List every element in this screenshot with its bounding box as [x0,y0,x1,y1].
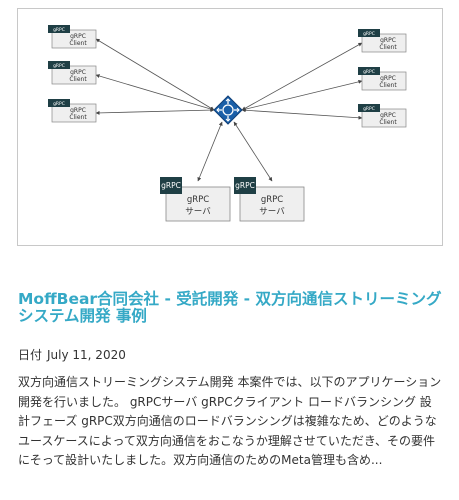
client-label-line2: Client [379,119,397,126]
article-date: 日付 July 11, 2020 [18,346,131,363]
client-label-line1: gRPC [70,33,86,40]
client-label-line2: Client [379,82,397,89]
client-badge-text: gRPC [53,63,65,69]
client-label-line1: gRPC [70,69,86,76]
client-label-line2: Client [69,40,87,47]
client-badge-text: gRPC [363,69,375,75]
load-balancer-icon [213,95,243,125]
client-box [361,108,407,128]
grpc-badge-icon [48,25,70,33]
client-box [51,29,97,49]
grpc-server-node: gRPC gRPC サーバ [160,177,231,222]
server-label-line2: サーバ [259,207,285,217]
grpc-badge-icon [358,29,380,37]
client-box [361,33,407,53]
client-label-line2: Client [69,76,87,83]
article-title[interactable]: MoffBear合同会社 - 受託開発 - 双方向通信ストリーミングシステム開発… [18,290,442,325]
grpc-architecture-diagram: gRPCgRPCClientgRPCgRPCClientgRPCgRPCClie… [48,25,407,222]
connection-edge [197,121,223,182]
grpc-server-node: gRPC gRPC サーバ [234,177,305,222]
server-badge-text: gRPC [161,181,181,190]
connection-edge [241,42,363,111]
client-label-line2: Client [379,44,397,51]
connection-edge [95,108,215,115]
client-badge-text: gRPC [363,31,375,37]
client-label-line2: Client [69,114,87,121]
client-box [51,65,97,85]
client-label-line1: gRPC [380,75,396,82]
client-box [361,71,407,91]
client-label-line1: gRPC [380,37,396,44]
date-value: July 11, 2020 [47,348,126,362]
client-label-line1: gRPC [380,112,396,119]
connection-edge [233,121,273,182]
connection-edge [241,108,363,120]
grpc-badge-icon [358,104,380,112]
grpc-badge-icon [48,99,70,107]
connection-edge [95,74,215,111]
connection-edge [95,38,215,111]
client-badge-text: gRPC [53,101,65,107]
grpc-badge-icon [234,177,256,194]
server-label-line1: gRPC [261,195,283,205]
date-label: 日付 [18,348,43,362]
article-excerpt: 双方向通信ストリーミングシステム開発 本案件では、以下のアプリケーション開発を行… [18,375,442,467]
server-label-line1: gRPC [187,195,209,205]
client-box [51,103,97,123]
grpc-badge-icon [160,177,182,194]
server-label-line2: サーバ [185,207,211,217]
client-label-line1: gRPC [70,107,86,114]
grpc-badge-icon [358,67,380,75]
server-badge-text: gRPC [235,181,255,190]
grpc-badge-icon [48,61,70,69]
client-badge-text: gRPC [363,106,375,112]
client-badge-text: gRPC [53,27,65,33]
connection-edge [241,79,363,112]
